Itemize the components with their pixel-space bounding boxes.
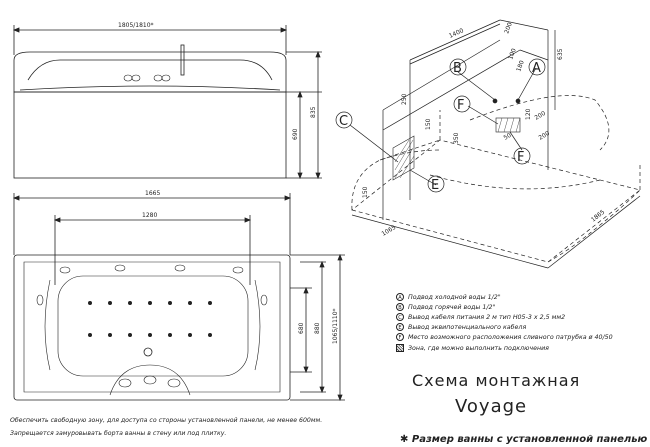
callout-f1: F: [457, 98, 464, 113]
top-width-label: 1665: [145, 190, 160, 197]
callout-b: B: [453, 61, 462, 76]
iso-150: 150: [425, 118, 432, 130]
access-note: Обеспечить свободную зону, для доступа с…: [10, 417, 323, 424]
iso-200c: 200: [538, 130, 552, 142]
iso-635: 635: [557, 48, 564, 60]
top-depth-680: 680: [298, 322, 305, 334]
iso-150b: 150: [362, 186, 369, 198]
warning-note: Запрещается замуровывать борта ванны в с…: [10, 430, 227, 437]
iso-100: 100: [507, 47, 518, 60]
front-view: 1805/1810* 690 835: [12, 22, 322, 180]
front-width-label: 1805/1810*: [118, 22, 154, 29]
top-inner-label: 1280: [142, 212, 157, 219]
zone-hatch-swatch: [396, 344, 404, 352]
iso-250: 250: [401, 93, 408, 105]
top-depth-total: 1065/1110*: [332, 308, 339, 344]
iso-1065: 1065: [381, 224, 398, 238]
front-height-690: 690: [292, 128, 299, 140]
iso-1400: 1400: [448, 27, 465, 40]
front-height-835: 835: [310, 106, 317, 118]
callout-c: C: [339, 114, 348, 129]
top-depth-880: 880: [314, 322, 321, 334]
callout-f2: F: [517, 150, 524, 165]
top-view: 1665 1280: [12, 190, 345, 402]
panel-footnote: ✱ Размер ванны с установленной панелью: [400, 434, 648, 445]
iso-180: 180: [515, 59, 526, 72]
iso-350: 350: [453, 132, 460, 144]
iso-200b: 200: [534, 110, 548, 122]
iso-1865: 1865: [590, 209, 606, 224]
iso-200: 200: [503, 21, 514, 34]
diagram-title: Схема монтажная: [412, 371, 581, 390]
callout-a: A: [532, 61, 541, 76]
iso-120: 120: [525, 108, 532, 120]
callout-e: E: [431, 178, 439, 193]
model-name: Voyage: [455, 396, 528, 417]
isometric-view: 1400 200 100 180 635 120 200 50 200 250 …: [335, 19, 641, 269]
legend-item-zone: Зона, где можно выполнить подключения: [396, 344, 549, 353]
iso-50: 50: [503, 132, 513, 142]
